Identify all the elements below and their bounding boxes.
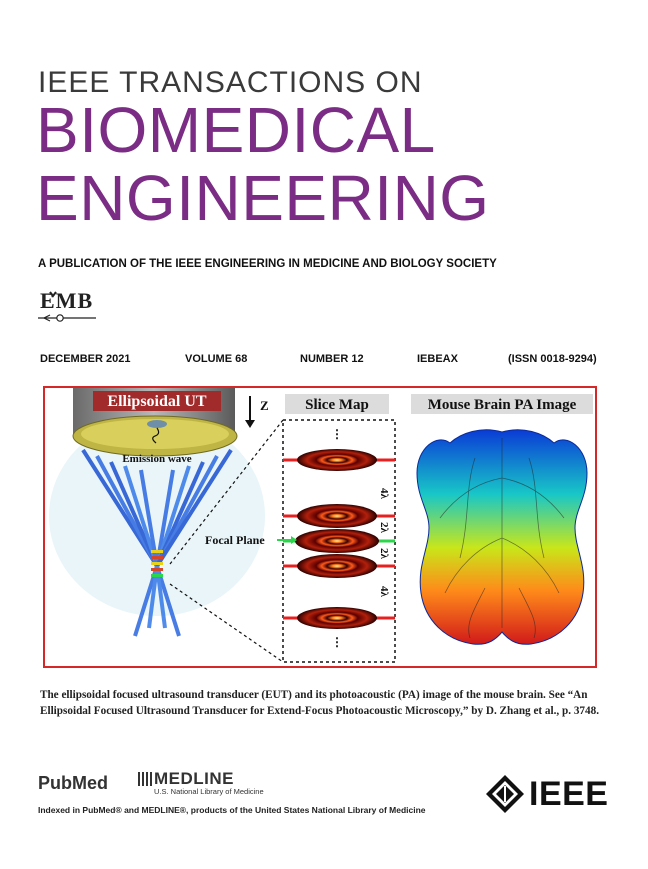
spacing-bottom: 4λ bbox=[378, 586, 390, 598]
emb-logo-icon bbox=[38, 291, 96, 322]
journal-title-line2: ENGINEERING bbox=[36, 162, 490, 234]
focal-slices bbox=[151, 550, 163, 577]
slice-2 bbox=[283, 504, 395, 528]
panel2-title: Slice Map bbox=[305, 397, 369, 413]
ieee-logo: IEEE bbox=[485, 774, 610, 816]
panel3-title: Mouse Brain PA Image bbox=[428, 397, 577, 413]
slice-dots-top: ⋮ bbox=[331, 427, 343, 441]
emb-logo: EMB bbox=[38, 288, 100, 324]
pubmed-logo: PubMed bbox=[38, 773, 108, 793]
slice-dots-bottom: ⋮ bbox=[331, 635, 343, 649]
panel1-title: Ellipsoidal UT bbox=[107, 393, 206, 410]
issn: (ISSN 0018-9294) bbox=[508, 353, 597, 365]
cover-caption: The ellipsoidal focused ultrasound trans… bbox=[40, 689, 600, 717]
issue-date: DECEMBER 2021 bbox=[40, 353, 131, 365]
spacing-top: 4λ bbox=[378, 488, 390, 500]
issue-number: NUMBER 12 bbox=[300, 353, 364, 365]
ieee-text: IEEE bbox=[529, 775, 609, 813]
medline-bars-icon bbox=[138, 772, 152, 786]
slice-focal bbox=[283, 529, 395, 553]
focal-plane-label: Focal Plane bbox=[205, 533, 265, 547]
ieee-diamond-icon bbox=[486, 775, 524, 813]
spacing-mid1: 2λ bbox=[378, 522, 390, 534]
publication-line: A PUBLICATION OF THE IEEE ENGINEERING IN… bbox=[38, 258, 497, 270]
series-title: IEEE TRANSACTIONS ON bbox=[38, 66, 423, 99]
z-axis-label: Z bbox=[260, 398, 269, 413]
cover-figure-art: Ellipsoidal UT Emission wave bbox=[49, 388, 593, 663]
slice-1 bbox=[283, 449, 395, 471]
medline-logo: MEDLINE U.S. National Library of Medicin… bbox=[138, 769, 264, 800]
emission-label: Emission wave bbox=[122, 453, 191, 465]
slice-4 bbox=[283, 607, 395, 629]
spacing-mid2: 2λ bbox=[378, 548, 390, 560]
emb-logo-text: EMB bbox=[40, 288, 94, 313]
indexed-note: Indexed in PubMed® and MEDLINE®, product… bbox=[38, 805, 426, 815]
medline-subtext: U.S. National Library of Medicine bbox=[154, 787, 264, 796]
brain-vessels bbox=[439, 438, 565, 639]
journal-title-line1: BIOMEDICAL bbox=[36, 94, 436, 166]
journal-title: BIOMEDICAL ENGINEERING bbox=[36, 96, 490, 232]
cover-figure: Ellipsoidal UT Emission wave bbox=[43, 386, 597, 668]
medline-text: MEDLINE bbox=[154, 769, 234, 788]
issue-volume: VOLUME 68 bbox=[185, 353, 248, 365]
slice-3 bbox=[283, 554, 395, 578]
journal-code: IEBEAX bbox=[417, 353, 458, 365]
